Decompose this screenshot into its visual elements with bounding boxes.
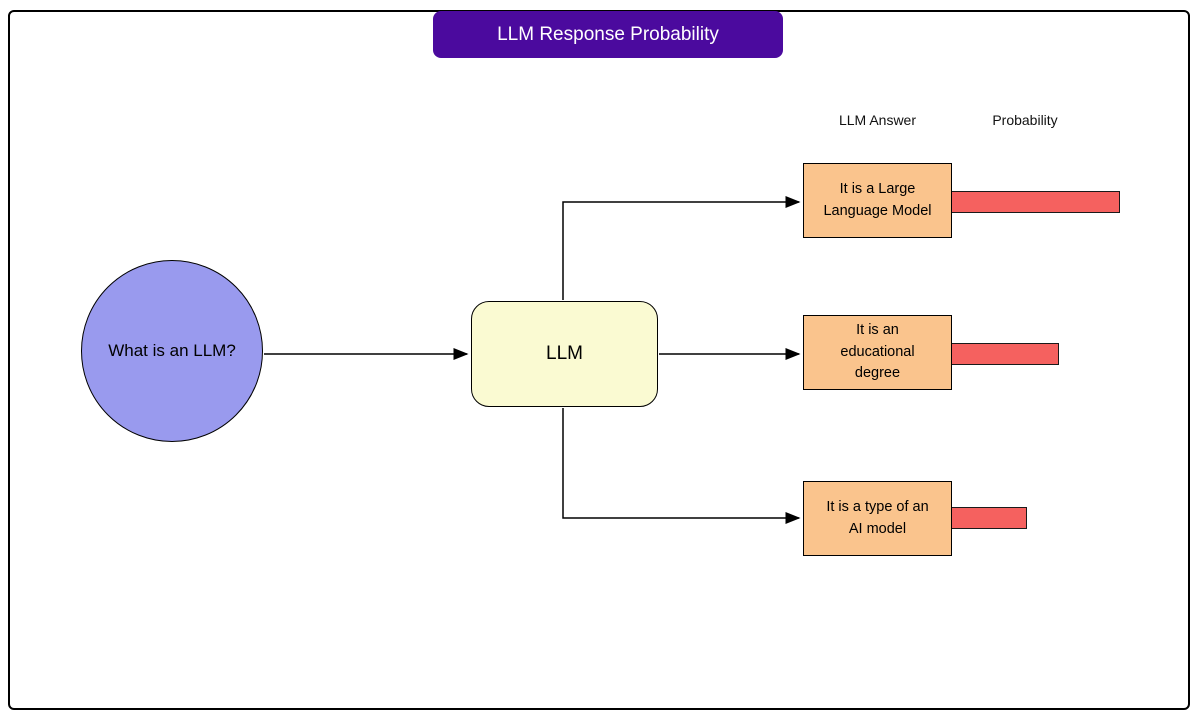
column-header-probability: Probability — [992, 112, 1058, 128]
answer-node-educational-degree: It is an educational degree — [803, 315, 952, 390]
answer-label: It is an educational degree — [840, 321, 915, 382]
answer-label: It is a Large Language Model — [823, 180, 932, 219]
answer-label: It is a type of an AI model — [826, 498, 929, 537]
title-text: LLM Response Probability — [497, 23, 719, 45]
title-banner: LLM Response Probability — [433, 11, 783, 58]
probability-bar — [950, 191, 1120, 213]
llm-node: LLM — [471, 301, 658, 407]
answer-node-large-language-model: It is a Large Language Model — [803, 163, 952, 238]
llm-node-label: LLM — [546, 343, 583, 364]
probability-bar — [950, 507, 1027, 529]
probability-bar — [950, 343, 1059, 365]
answer-node-type-of-ai-model: It is a type of an AI model — [803, 481, 952, 556]
question-node-label: What is an LLM? — [108, 341, 236, 360]
column-header-llm-answer: LLM Answer — [838, 112, 917, 128]
question-node: What is an LLM? — [81, 260, 263, 442]
diagram-canvas: { "diagram": { "title": "LLM Response Pr… — [8, 10, 1190, 710]
